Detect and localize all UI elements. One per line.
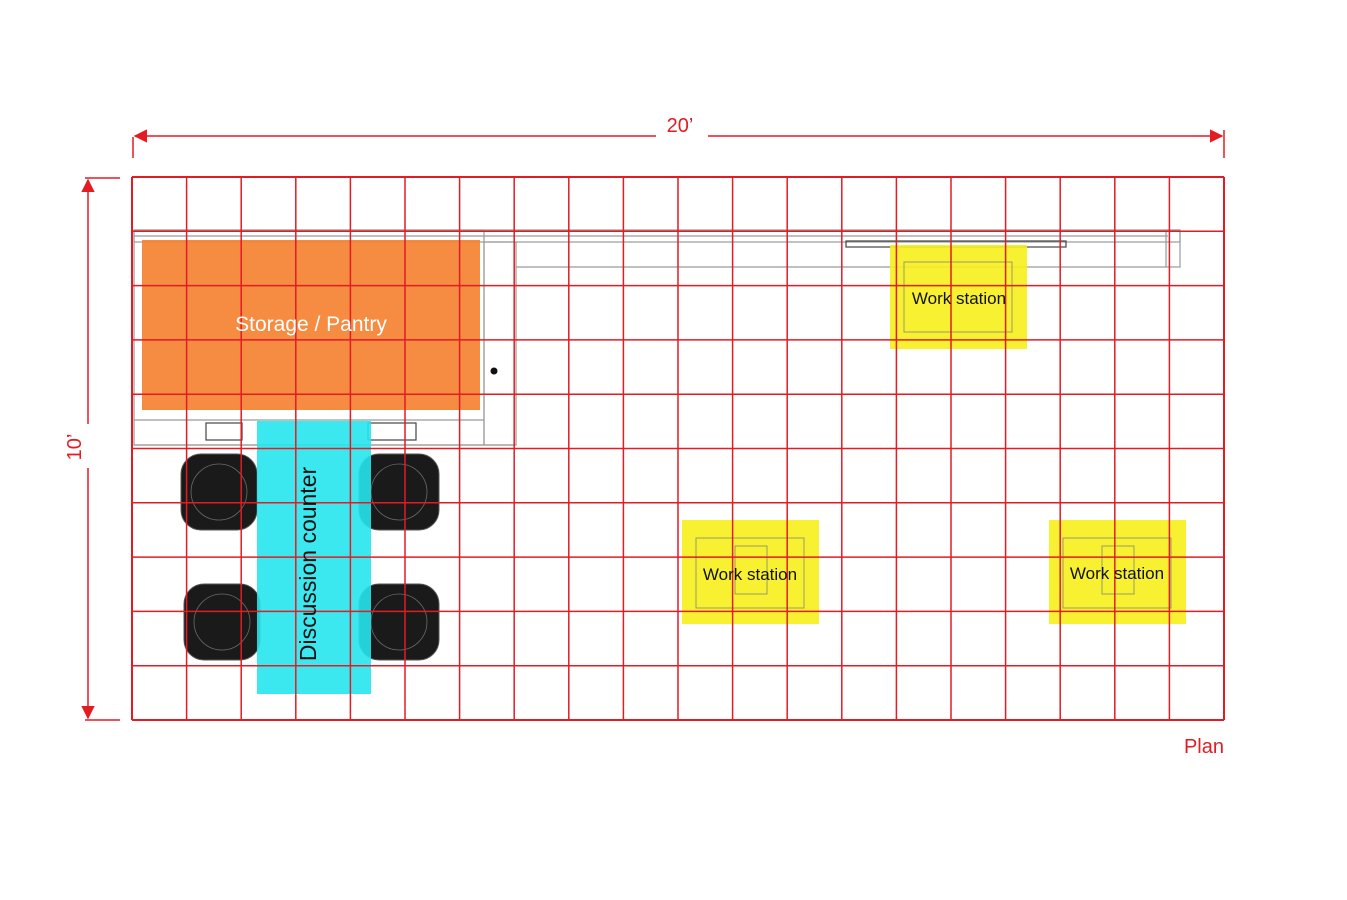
workstation-right: [1049, 520, 1186, 624]
workstation-left-label: Work station: [703, 565, 797, 584]
workstation-top: [890, 245, 1027, 349]
width-label: 20’: [667, 115, 694, 137]
plan-label: Plan: [1184, 736, 1224, 758]
discussion-counter-label: Discussion counter: [295, 467, 321, 662]
workstation-top-label: Work station: [912, 289, 1006, 308]
storage-pantry-zone: [142, 240, 480, 410]
height-dimension: 10’: [64, 177, 120, 721]
height-label: 10’: [64, 434, 86, 461]
workstation-left: [682, 520, 819, 624]
chair: [183, 583, 261, 661]
workstation-right-label: Work station: [1070, 564, 1164, 583]
storage-pantry-label: Storage / Pantry: [235, 313, 387, 336]
grid-overlay: [131, 176, 1225, 721]
chair: [180, 453, 258, 531]
width-dimension: 20’: [132, 112, 1225, 158]
